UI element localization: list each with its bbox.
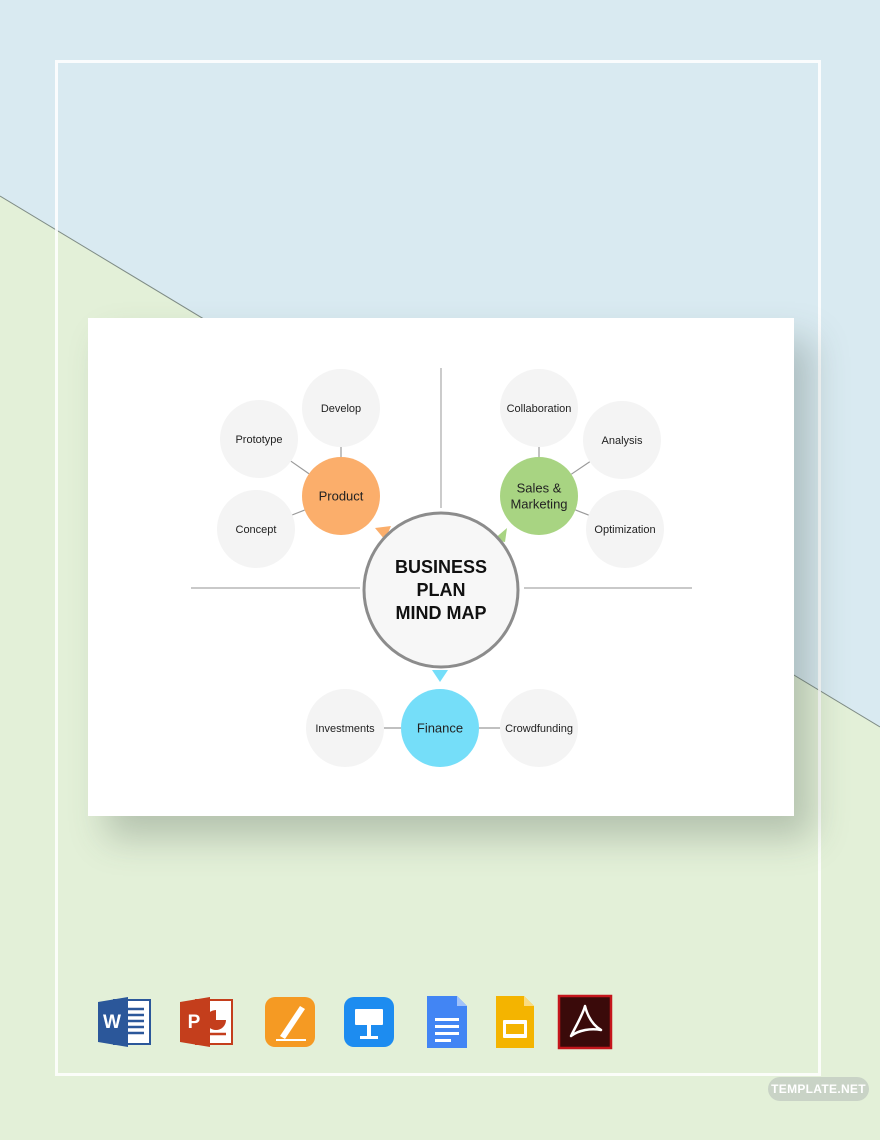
finance-node-label: Finance bbox=[417, 721, 463, 736]
product-connector-2 bbox=[291, 509, 305, 516]
center-node bbox=[362, 511, 520, 669]
finance-subnode-1 bbox=[500, 689, 578, 767]
sales-marketing-subnode-2 bbox=[586, 490, 664, 568]
sales-marketing-node bbox=[500, 457, 578, 535]
word-icon-letter: W bbox=[103, 1012, 121, 1033]
finance-node bbox=[401, 689, 479, 767]
keynote-icon[interactable] bbox=[341, 994, 397, 1050]
sales-marketing-connector-1 bbox=[570, 460, 591, 475]
word-icon[interactable]: W bbox=[96, 994, 152, 1050]
finance-subnode-label: Investments bbox=[315, 723, 375, 735]
format-icon-row: W P bbox=[96, 994, 616, 1050]
sales-marketing-node-label: Sales & bbox=[517, 481, 562, 496]
product-node-label: Product bbox=[319, 489, 364, 504]
google-slides-icon[interactable] bbox=[486, 994, 542, 1050]
white-frame bbox=[55, 60, 821, 1076]
powerpoint-icon-letter: P bbox=[188, 1012, 201, 1033]
sales-marketing-node-label: Marketing bbox=[510, 497, 567, 512]
product-connector-1 bbox=[289, 460, 310, 475]
finance-subnode-0 bbox=[306, 689, 384, 767]
sales-marketing-connector-2 bbox=[575, 509, 590, 516]
sales-marketing-subnode-label: Collaboration bbox=[507, 403, 572, 415]
product-pointer bbox=[375, 526, 391, 540]
finance-pointer bbox=[432, 670, 448, 682]
sales-marketing-subnode-0 bbox=[500, 369, 578, 447]
product-subnode-2 bbox=[217, 490, 295, 568]
pages-icon[interactable] bbox=[262, 994, 318, 1050]
center-node-label: PLAN bbox=[417, 580, 466, 600]
finance-subnode-label: Crowdfunding bbox=[505, 723, 573, 735]
sales-marketing-subnode-1 bbox=[583, 401, 661, 479]
product-subnode-label: Prototype bbox=[235, 434, 282, 446]
powerpoint-icon[interactable]: P bbox=[178, 994, 234, 1050]
center-node-label: MIND MAP bbox=[396, 603, 487, 623]
product-subnode-label: Develop bbox=[321, 403, 361, 415]
sales-marketing-subnode-label: Analysis bbox=[602, 435, 643, 447]
product-subnode-label: Concept bbox=[236, 524, 277, 536]
google-docs-icon[interactable] bbox=[419, 994, 475, 1050]
template-net-watermark[interactable]: TEMPLATE.NET bbox=[768, 1077, 869, 1101]
product-node bbox=[302, 457, 380, 535]
product-subnode-1 bbox=[220, 400, 298, 478]
center-node-label: BUSINESS bbox=[395, 557, 487, 577]
sales-marketing-subnode-label: Optimization bbox=[594, 524, 655, 536]
product-subnode-0 bbox=[302, 369, 380, 447]
pdf-icon[interactable] bbox=[557, 994, 613, 1050]
